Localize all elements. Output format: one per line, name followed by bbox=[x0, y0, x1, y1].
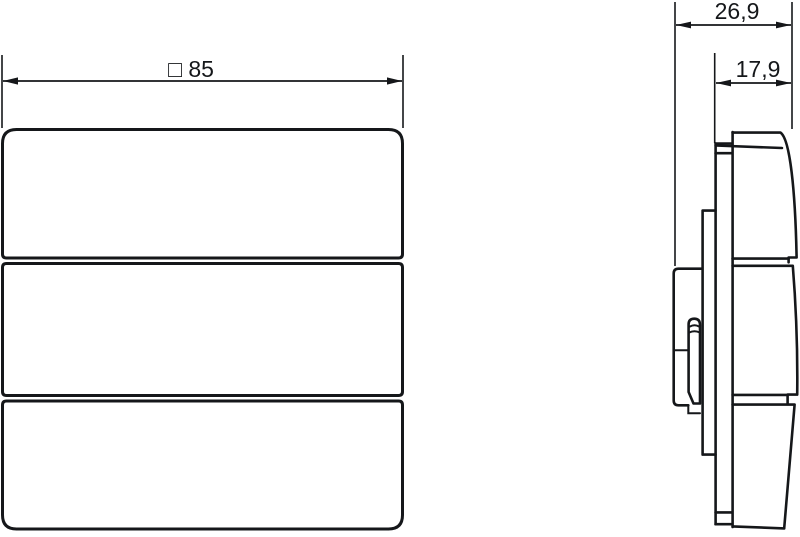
dimension-width-label: □ 85 bbox=[168, 56, 214, 82]
clamp-spring bbox=[687, 317, 702, 405]
front-rocker-top bbox=[1, 128, 404, 260]
arrowhead-right bbox=[387, 77, 402, 85]
clamp-spring-serration bbox=[689, 324, 700, 328]
arrowhead-left bbox=[716, 79, 731, 87]
side-rocker-bottom-bottom-edge bbox=[731, 525, 786, 530]
arrowhead-left bbox=[676, 21, 691, 29]
side-rockers bbox=[731, 130, 799, 530]
front-view bbox=[1, 128, 404, 531]
clamp-outer bbox=[672, 267, 704, 407]
clamp-foot bbox=[687, 404, 701, 415]
side-frame-plate bbox=[714, 142, 784, 526]
frame-top-step bbox=[714, 142, 734, 155]
arrowhead-right bbox=[776, 79, 791, 87]
dimension-total-depth: 26,9 bbox=[676, 0, 791, 29]
arrowhead-right bbox=[776, 21, 791, 29]
dimension-front-width: □ 85 bbox=[1, 55, 404, 128]
dimension-front-depth-label: 17,9 bbox=[736, 56, 781, 82]
side-rocker-top bbox=[731, 131, 798, 264]
front-rocker-bottom bbox=[1, 399, 404, 531]
clamp-spring-serration bbox=[688, 330, 701, 334]
arrowhead-left bbox=[3, 77, 18, 85]
side-rocker-middle bbox=[731, 264, 799, 406]
frame-bottom-step bbox=[714, 511, 734, 526]
dimension-front-depth: 17,9 bbox=[716, 56, 791, 87]
frame-top-edge bbox=[714, 144, 784, 150]
side-mounting-clamp bbox=[672, 267, 704, 415]
side-insert-body bbox=[701, 209, 717, 456]
dimension-total-depth-label: 26,9 bbox=[715, 0, 760, 24]
side-view: 26,9 17,9 bbox=[672, 0, 799, 530]
side-rocker-bottom bbox=[731, 403, 796, 530]
front-rocker-middle bbox=[1, 262, 404, 397]
